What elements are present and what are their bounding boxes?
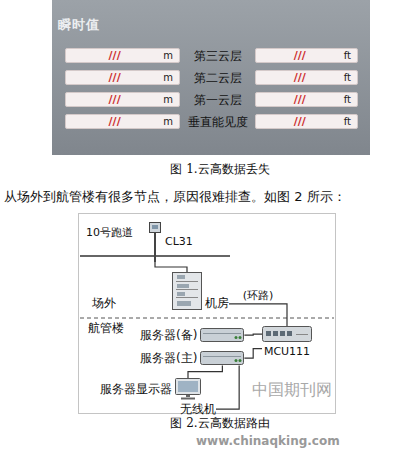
monitor-device: 服务器显示器	[100, 378, 201, 400]
value-field: ///ft	[255, 114, 358, 129]
layer-label: 第三云层	[182, 48, 254, 64]
missing-value: ///	[256, 71, 344, 84]
device-label: 服务器(备)	[140, 328, 197, 342]
server-part	[239, 336, 242, 339]
machine-room: 机房	[172, 272, 229, 310]
mcu-part	[287, 331, 292, 336]
value-field: ///ft	[255, 70, 358, 85]
device-label: 服务器(主)	[140, 351, 197, 365]
data-link	[216, 365, 239, 409]
cabinet-part	[176, 289, 198, 290]
cabinet-part	[177, 301, 191, 306]
missing-value: ///	[66, 93, 163, 106]
mcu-part	[296, 334, 308, 335]
cabinet-part	[176, 297, 198, 298]
figure-caption: 图 1.云高数据丢失	[110, 161, 330, 177]
cabinet-part	[177, 284, 189, 288]
data-link	[155, 262, 187, 272]
missing-value: ///	[66, 71, 163, 84]
server-box: 服务器(主)	[140, 351, 244, 365]
cabinet-part	[177, 292, 185, 296]
body-text: 从场外到航管楼有很多节点，原因很难排查。如图 2 所示：	[4, 189, 346, 205]
missing-value: ///	[256, 49, 344, 62]
watermark-url: www.chinaqking.com	[196, 434, 340, 448]
mcu-part	[263, 327, 312, 342]
panel-title: 瞬时值	[58, 16, 100, 34]
cabinet-part	[177, 275, 185, 279]
monitor-part	[181, 398, 195, 400]
server-part	[239, 359, 242, 362]
pole-part	[154, 233, 156, 262]
layer-label: 垂直能见度	[182, 114, 254, 130]
diagram-frame	[79, 214, 336, 414]
unit-label: ft	[344, 49, 357, 62]
area-label: 10号跑道	[86, 226, 133, 239]
mcu-part	[266, 331, 271, 336]
ceilometer-sensor: CL31	[148, 222, 193, 262]
device-label: 机房	[205, 296, 229, 310]
missing-value: ///	[66, 115, 163, 128]
mcu-icon	[262, 326, 312, 342]
pole-icon	[148, 222, 162, 262]
data-link	[244, 349, 262, 359]
boundary-dashed-line	[80, 318, 334, 319]
missing-value: ///	[256, 115, 344, 128]
data-link	[188, 365, 222, 378]
value-field: ///m	[65, 70, 180, 85]
server-part	[235, 359, 238, 362]
server-part	[235, 336, 238, 339]
layer-label: 第一云层	[182, 92, 254, 108]
monitor-part	[186, 395, 190, 397]
cabinet-part	[176, 281, 198, 282]
value-field: ///m	[65, 114, 180, 129]
mcu-part	[280, 331, 285, 336]
unit-label: m	[163, 49, 179, 62]
cabinet-icon	[172, 272, 202, 310]
value-field: ///ft	[255, 92, 358, 107]
pole-part	[150, 223, 161, 233]
unit-label: ft	[344, 71, 357, 84]
unit-label: m	[163, 115, 179, 128]
server-part	[201, 352, 244, 365]
unit-label: ft	[344, 93, 357, 106]
server-icon	[200, 328, 244, 342]
mcu-device: MCU111	[262, 326, 312, 358]
missing-value: ///	[66, 49, 163, 62]
device-label: MCU111	[264, 345, 310, 358]
pole-part	[152, 225, 158, 229]
device-label: CL31	[165, 235, 193, 248]
area-label: 航管楼	[88, 321, 124, 335]
unit-label: ft	[344, 115, 357, 128]
server-box: 服务器(备)	[140, 328, 244, 342]
value-field: ///m	[65, 92, 180, 107]
server-icon	[200, 351, 244, 365]
value-field: ///ft	[255, 48, 358, 63]
layer-label: 第二云层	[182, 70, 254, 86]
value-field: ///m	[65, 48, 180, 63]
data-link	[244, 334, 262, 335]
mcu-part	[273, 331, 278, 336]
unit-label: m	[163, 93, 179, 106]
unit-label: m	[163, 71, 179, 84]
device-label: 服务器显示器	[100, 382, 172, 396]
watermark: 中国期刊网	[252, 380, 332, 399]
area-label: 场外	[92, 296, 116, 310]
monitor-part	[178, 381, 198, 392]
link-label: (环路)	[241, 289, 276, 302]
server-part	[203, 356, 241, 357]
device-label: 无线机	[180, 402, 216, 416]
monitor-icon	[175, 378, 201, 400]
figure-caption: 图 2.云高数据路由	[110, 416, 330, 430]
server-part	[201, 329, 244, 342]
server-part	[203, 333, 241, 334]
data-link	[229, 304, 287, 326]
radio-device: 无线机	[180, 402, 216, 416]
cabinet-part	[173, 273, 202, 310]
monitor-part	[176, 379, 201, 395]
missing-value: ///	[256, 93, 344, 106]
